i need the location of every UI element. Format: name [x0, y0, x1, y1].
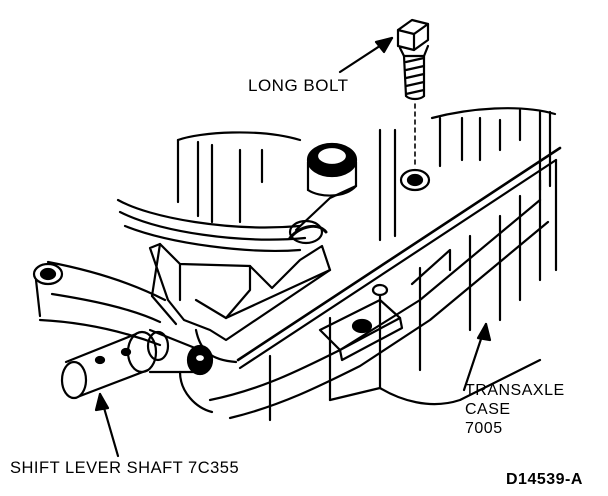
- figure-id-label: D14539-A: [506, 471, 583, 488]
- transaxle-case-label: TRANSAXLE CASE 7005: [465, 381, 565, 438]
- mounting-tab: [318, 248, 452, 362]
- leader-shift-lever-shaft: [94, 392, 120, 458]
- long-bolt-label: LONG BOLT: [248, 76, 349, 95]
- housing-background: [116, 107, 557, 252]
- shift-lever-shaft-label: SHIFT LEVER SHAFT 7C355: [10, 459, 240, 477]
- transaxle-case-label-line2: CASE: [465, 401, 511, 418]
- case-body: [178, 146, 562, 422]
- transaxle-case-label-line3: 7005: [465, 420, 503, 437]
- shift-lever-shaft-icon: [60, 328, 214, 400]
- long-bolt-icon: [396, 18, 431, 192]
- leader-transaxle-case: [462, 322, 492, 392]
- selector-hub: [288, 142, 358, 245]
- leader-long-bolt: [338, 36, 394, 74]
- selector-plate: [148, 242, 332, 342]
- transaxle-case-label-line1: TRANSAXLE: [465, 382, 565, 399]
